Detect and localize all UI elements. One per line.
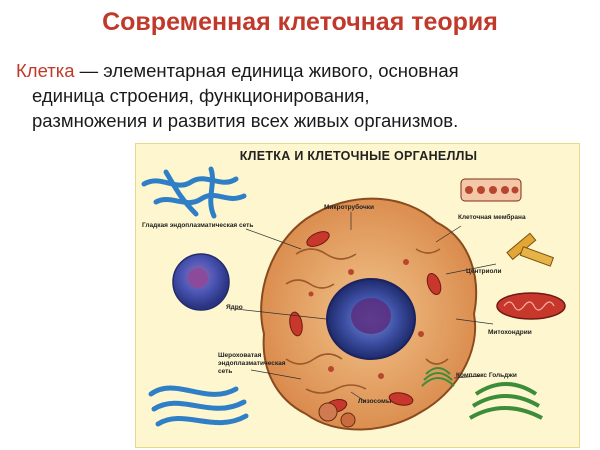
centrioles-image <box>506 232 555 267</box>
definition-line-3: размножения и развития всех живых органи… <box>32 110 459 131</box>
definition-term: Клетка <box>16 60 75 81</box>
rough-er-image <box>148 385 249 427</box>
smooth-er-image <box>141 166 247 219</box>
golgi-image <box>468 382 543 420</box>
label-rough-er: Шероховатая эндоплазматическая сеть <box>218 352 286 376</box>
mitochondrion-image <box>496 292 566 320</box>
label-mitochondria: Митохондрии <box>488 329 532 336</box>
definition-text: Клетка — элементарная единица живого, ос… <box>16 58 586 133</box>
label-rough-er-line-3: сеть <box>218 368 233 375</box>
label-membrane: Клеточная мембрана <box>458 214 526 221</box>
main-cell <box>260 197 478 431</box>
label-smooth-er: Гладкая эндоплазматическая сеть <box>142 222 254 229</box>
cell-organelles-figure: КЛЕТКА И КЛЕТОЧНЫЕ ОРГАНЕЛЛЫ Микротрубоч… <box>135 143 580 448</box>
label-centrioles: Центриоли <box>466 268 502 275</box>
label-rough-er-line-2: эндоплазматическая <box>218 360 286 367</box>
slide-title: Современная клеточная теория <box>102 8 498 36</box>
label-nucleus: Ядро <box>226 304 243 311</box>
figure-title: КЛЕТКА И КЛЕТОЧНЫЕ ОРГАНЕЛЛЫ <box>239 149 478 163</box>
label-lysosomes: Лизосомы <box>358 398 392 405</box>
lysosomes-image <box>318 402 356 428</box>
definition-line-1: — элементарная единица живого, основная <box>74 60 459 81</box>
label-golgi: Комплекс Гольджи <box>456 372 517 379</box>
definition-line-2: единица строения, функционирования, <box>32 85 370 106</box>
label-rough-er-line-1: Шероховатая <box>218 352 262 359</box>
nucleus-image <box>172 253 230 311</box>
cell-illustration <box>141 166 566 431</box>
label-microtubules: Микротрубочки <box>324 204 374 211</box>
membrane-image <box>460 178 522 202</box>
